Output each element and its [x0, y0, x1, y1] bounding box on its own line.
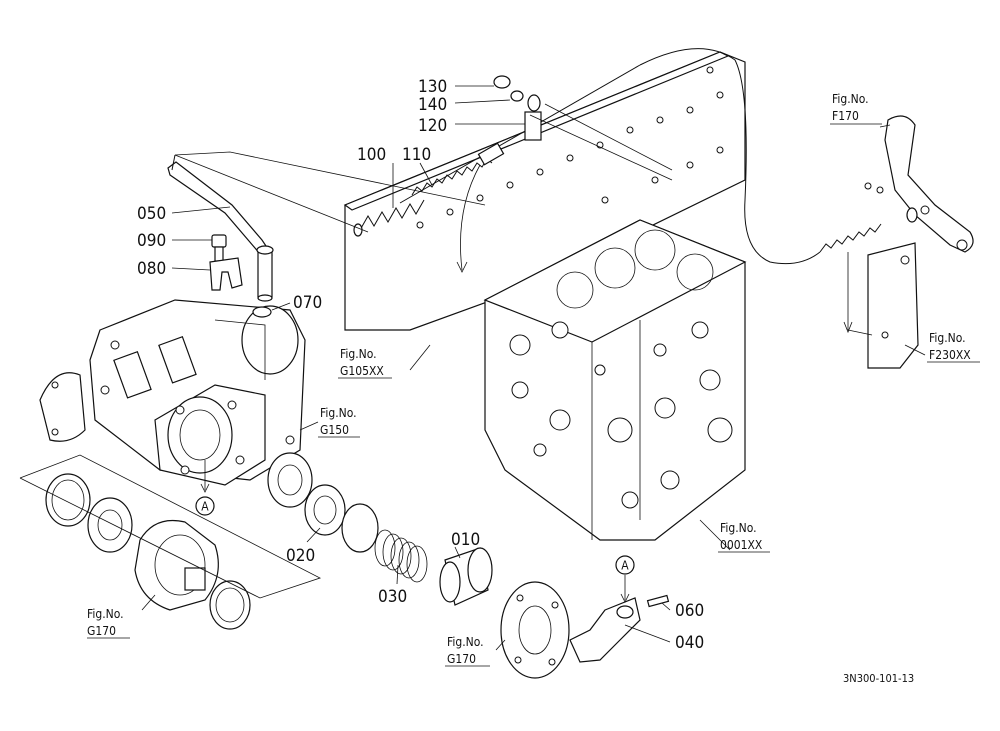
figure-references: Fig.No. F170 Fig.No. F230XX Fig.No. G105… — [87, 92, 971, 666]
part-010-label: 010 — [451, 530, 480, 550]
flange-g170 — [500, 581, 570, 679]
drawing-code: 3N300-101-13 — [843, 672, 914, 685]
marker-a-housing: A — [195, 496, 215, 516]
leader-lines — [19, 85, 926, 651]
marker-a-fork: A — [615, 555, 635, 575]
fig-label-g170-left: Fig.No. — [87, 607, 124, 621]
shift-fork-040 — [569, 597, 641, 663]
engine-block — [483, 219, 747, 541]
marker-a-label-2: A — [621, 559, 629, 573]
fig-label-g170-bottom: Fig.No. — [447, 635, 484, 649]
side-cover — [39, 372, 86, 442]
fig-number-g170-bottom: G170 — [447, 652, 476, 666]
figure-underlines — [87, 123, 980, 667]
shift-fork-080 — [209, 257, 243, 291]
fig-label-f170: Fig.No. — [832, 92, 869, 106]
part-020-label: 020 — [286, 546, 315, 566]
spring-030 — [374, 529, 428, 583]
part-070-label: 070 — [293, 293, 322, 313]
lock-nut-020 — [304, 484, 346, 536]
fig-label-0001: Fig.No. — [720, 521, 757, 535]
washer — [341, 503, 379, 553]
fig-number-0001: 0001XX — [720, 538, 763, 552]
part-050-label: 050 — [137, 204, 166, 224]
fig-label-g150: Fig.No. — [320, 406, 357, 420]
rear-housing — [89, 299, 306, 486]
marker-a-label-1: A — [201, 500, 209, 514]
sleeve-010 — [439, 547, 493, 606]
right-lever-assembly — [819, 115, 974, 369]
fig-number-f230: F230XX — [929, 348, 971, 362]
pin-060 — [646, 594, 670, 608]
bevel-gear-differential — [134, 519, 219, 611]
fig-number-g170-left: G170 — [87, 624, 116, 638]
part-030-label: 030 — [378, 587, 407, 607]
o-ring-070 — [252, 306, 272, 318]
part-040-label: 040 — [675, 633, 704, 653]
part-100-label: 100 — [357, 145, 386, 165]
part-labels: 130 140 120 100 110 050 090 080 070 020 … — [137, 77, 704, 653]
part-080-label: 080 — [137, 259, 166, 279]
part-130-label: 130 — [418, 77, 447, 97]
fig-label-g105: Fig.No. — [340, 347, 377, 361]
fig-label-f230: Fig.No. — [929, 331, 966, 345]
fig-number-f170: F170 — [832, 109, 859, 123]
cable-assembly — [353, 48, 821, 265]
part-140-label: 140 — [418, 95, 447, 115]
part-060-label: 060 — [675, 601, 704, 621]
shift-lever-050 — [167, 154, 274, 302]
part-090-label: 090 — [137, 231, 166, 251]
part-110-label: 110 — [402, 145, 431, 165]
fig-number-g105: G105XX — [340, 364, 384, 378]
bolt-090 — [211, 234, 227, 262]
bearing-set — [45, 452, 313, 630]
part-120-label: 120 — [418, 116, 447, 136]
fig-number-g150: G150 — [320, 423, 349, 437]
